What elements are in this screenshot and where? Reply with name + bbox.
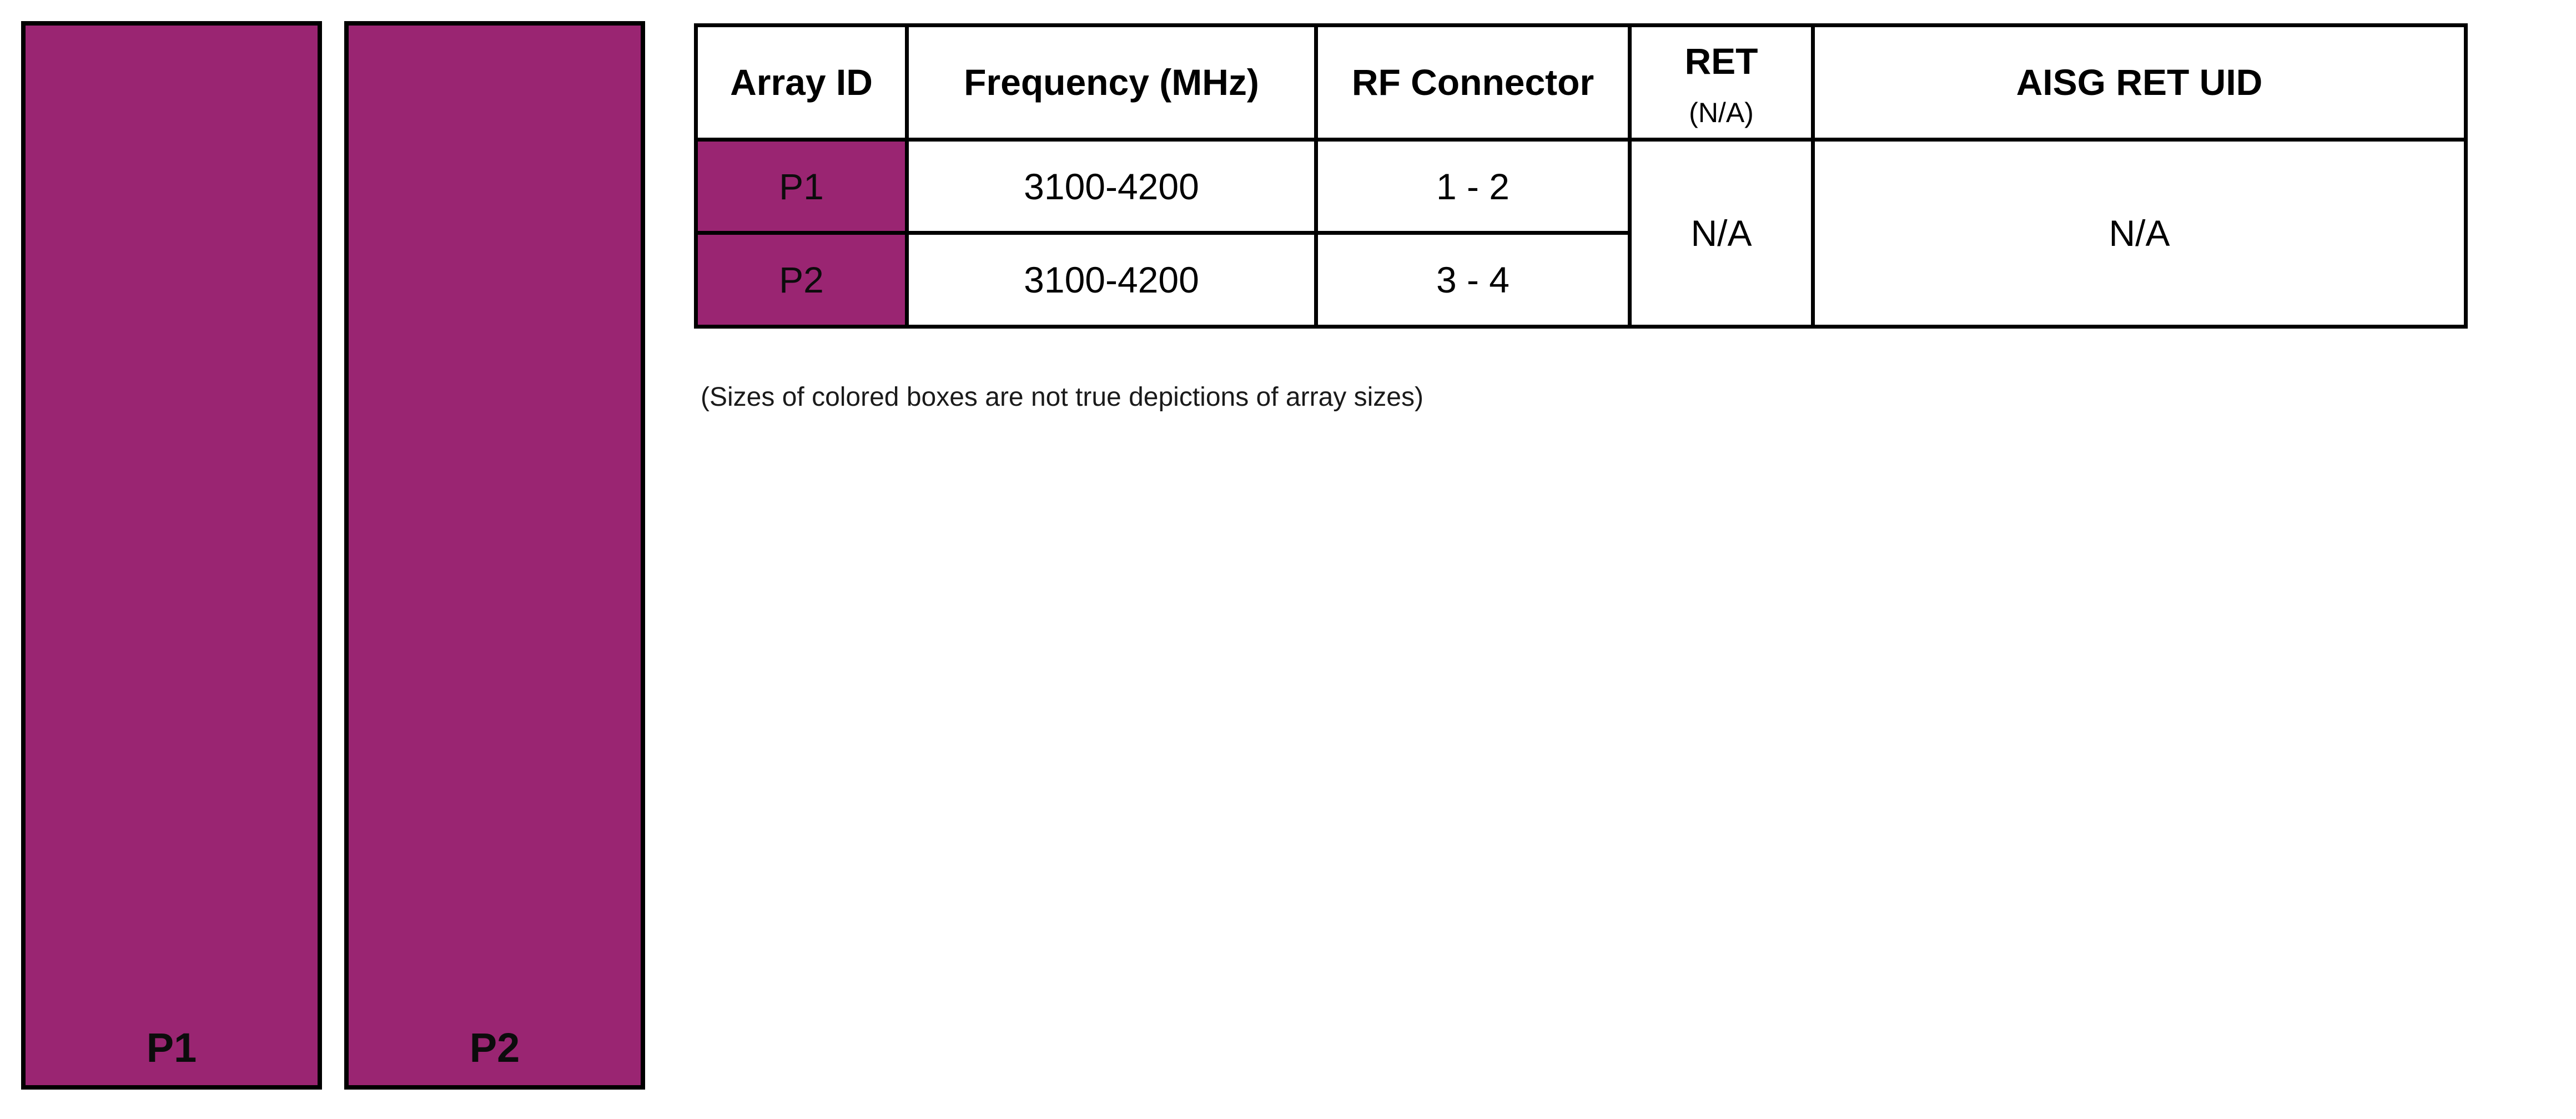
col-header-ret: RET (N/A): [1628, 23, 1815, 142]
array-box-p1: P1: [21, 21, 322, 1090]
col-header-frequency-label: Frequency (MHz): [964, 62, 1259, 103]
table-row-p2: P2 3100-4200 3 - 4: [694, 231, 2466, 329]
col-header-aisg-ret-uid: AISG RET UID: [1811, 23, 2468, 142]
col-header-aisg-ret-uid-label: AISG RET UID: [2016, 62, 2263, 103]
size-disclaimer-note: (Sizes of colored boxes are not true dep…: [701, 382, 1423, 412]
cell-array-id-p1: P1: [694, 138, 909, 235]
col-header-array-id: Array ID: [694, 23, 909, 142]
cell-frequency-p1: 3100-4200: [905, 138, 1318, 235]
cell-rf-connector-p1: 1 - 2: [1314, 138, 1632, 235]
col-header-array-id-label: Array ID: [730, 62, 873, 103]
col-header-rf-connector-label: RF Connector: [1351, 62, 1594, 103]
cell-aisg-ret-uid-shared: N/A: [1811, 138, 2468, 329]
cell-array-id-p2: P2: [694, 231, 909, 329]
col-header-ret-label: RET: [1684, 41, 1758, 82]
col-header-ret-sub-label: (N/A): [1689, 97, 1754, 128]
cell-rf-connector-p2: 3 - 4: [1314, 231, 1632, 329]
array-box-p2: P2: [344, 21, 645, 1090]
cell-frequency-p2: 3100-4200: [905, 231, 1318, 329]
table-row-p1: P1 3100-4200 1 - 2 N/A N/A: [694, 138, 2468, 329]
table-header-row: Array ID Frequency (MHz) RF Connector RE…: [694, 23, 2468, 142]
array-box-p2-label: P2: [469, 1025, 520, 1071]
array-info-table: Array ID Frequency (MHz) RF Connector RE…: [694, 23, 2468, 329]
col-header-frequency: Frequency (MHz): [905, 23, 1318, 142]
array-box-p1-label: P1: [146, 1025, 197, 1071]
cell-ret-shared: N/A: [1628, 138, 1815, 329]
col-header-rf-connector: RF Connector: [1314, 23, 1632, 142]
